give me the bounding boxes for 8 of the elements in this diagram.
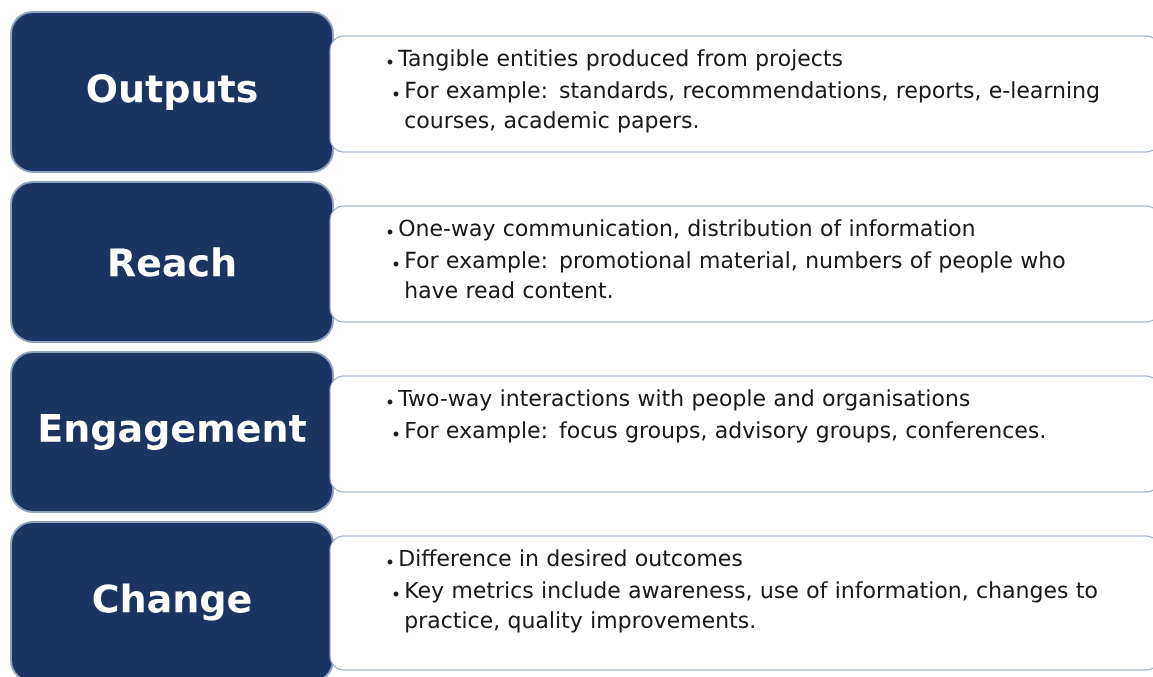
title-box: Change (10, 521, 334, 677)
description-box: One-way communication, distribution of information For example: promotional material, numbers of people who have read content. (329, 205, 1153, 323)
description-box: Tangible entities produced from projects For example: standards, recommendations, reports, e-learning courses, academic papers. (329, 35, 1153, 153)
description-box: Difference in desired outcomes Key metrics include awareness, use of information, changes to practice, quality improvements. (329, 535, 1153, 671)
title-box: Reach (10, 181, 334, 343)
description-box: Two-way interactions with people and organisations For example: focus groups, advisory groups, conferences. (329, 375, 1153, 493)
title-box: Outputs (10, 11, 334, 173)
title-box: Engagement (10, 351, 334, 513)
